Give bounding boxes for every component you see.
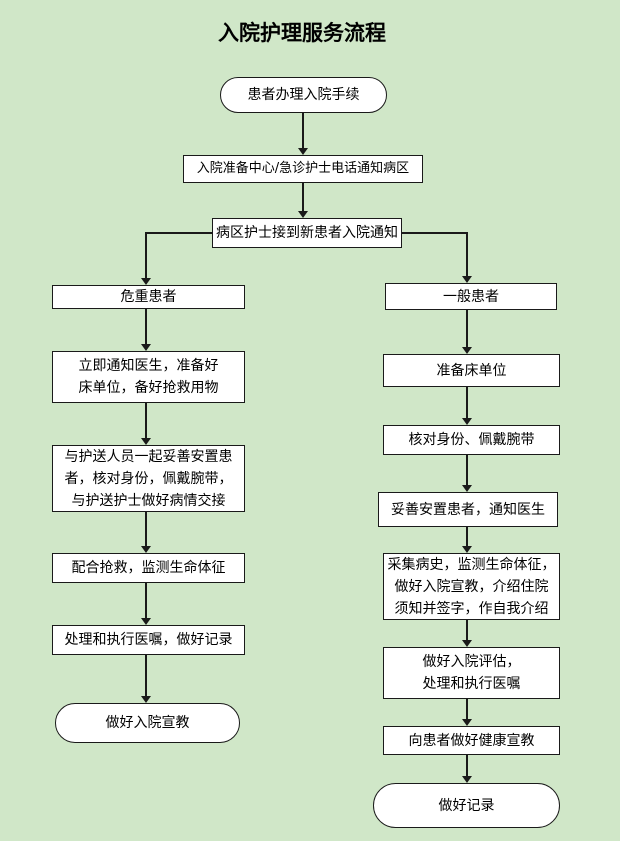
arrow-branch-to-general: [462, 232, 472, 283]
arrow-left-2: [141, 403, 151, 445]
process-notify-doctor-prepare-bed: 立即通知医生，准备好 床单位，备好抢救用物: [52, 351, 245, 403]
process-settle-patient-notify-doctor: 妥善安置患者，通知医生: [378, 492, 558, 527]
process-execute-orders-record: 处理和执行医嘱，做好记录: [52, 625, 245, 655]
arrow-branch-to-critical: [141, 232, 151, 285]
process-receive-notice: 病区护士接到新患者入院通知: [212, 218, 402, 248]
process-admission-assessment-orders: 做好入院评估， 处理和执行医嘱: [383, 647, 560, 699]
process-health-education: 向患者做好健康宣教: [383, 726, 560, 755]
arrow-right-2: [462, 387, 472, 425]
terminator-make-records: 做好记录: [373, 783, 560, 828]
arrow-right-3: [462, 455, 472, 492]
arrow-right-6: [462, 699, 472, 726]
process-settle-patient-handover: 与护送人员一起妥善安置患 者，核对身份，佩戴腕带， 与护送护士做好病情交接: [52, 445, 245, 512]
process-collect-history-education: 采集病史，监测生命体征， 做好入院宣教，介绍住院 须知并签字，作自我介绍: [383, 553, 560, 620]
arrow-left-3: [141, 512, 151, 553]
arrow-left-5: [141, 655, 151, 703]
process-notify-ward: 入院准备中心/急诊护士电话通知病区: [183, 155, 423, 183]
arrow-right-4: [462, 527, 472, 553]
process-verify-identity-wristband: 核对身份、佩戴腕带: [383, 425, 560, 455]
arrow-left-1: [141, 309, 151, 351]
arrow-start-to-notify: [298, 113, 308, 155]
arrow-right-1: [462, 310, 472, 354]
arrow-notify-to-receive: [298, 183, 308, 218]
terminator-admission-education: 做好入院宣教: [55, 703, 240, 743]
arrow-right-7: [462, 755, 472, 783]
flowchart-title: 入院护理服务流程: [218, 21, 386, 45]
branch-general-patient: 一般患者: [385, 283, 557, 310]
process-prepare-bed-unit: 准备床单位: [383, 354, 560, 387]
arrow-left-4: [141, 583, 151, 625]
process-assist-rescue-monitor: 配合抢救，监测生命体征: [52, 553, 245, 583]
arrow-right-5: [462, 620, 472, 647]
branch-line-right: [402, 232, 468, 234]
terminator-start: 患者办理入院手续: [220, 77, 387, 113]
branch-critical-patient: 危重患者: [52, 285, 245, 309]
branch-line-left: [145, 232, 213, 234]
